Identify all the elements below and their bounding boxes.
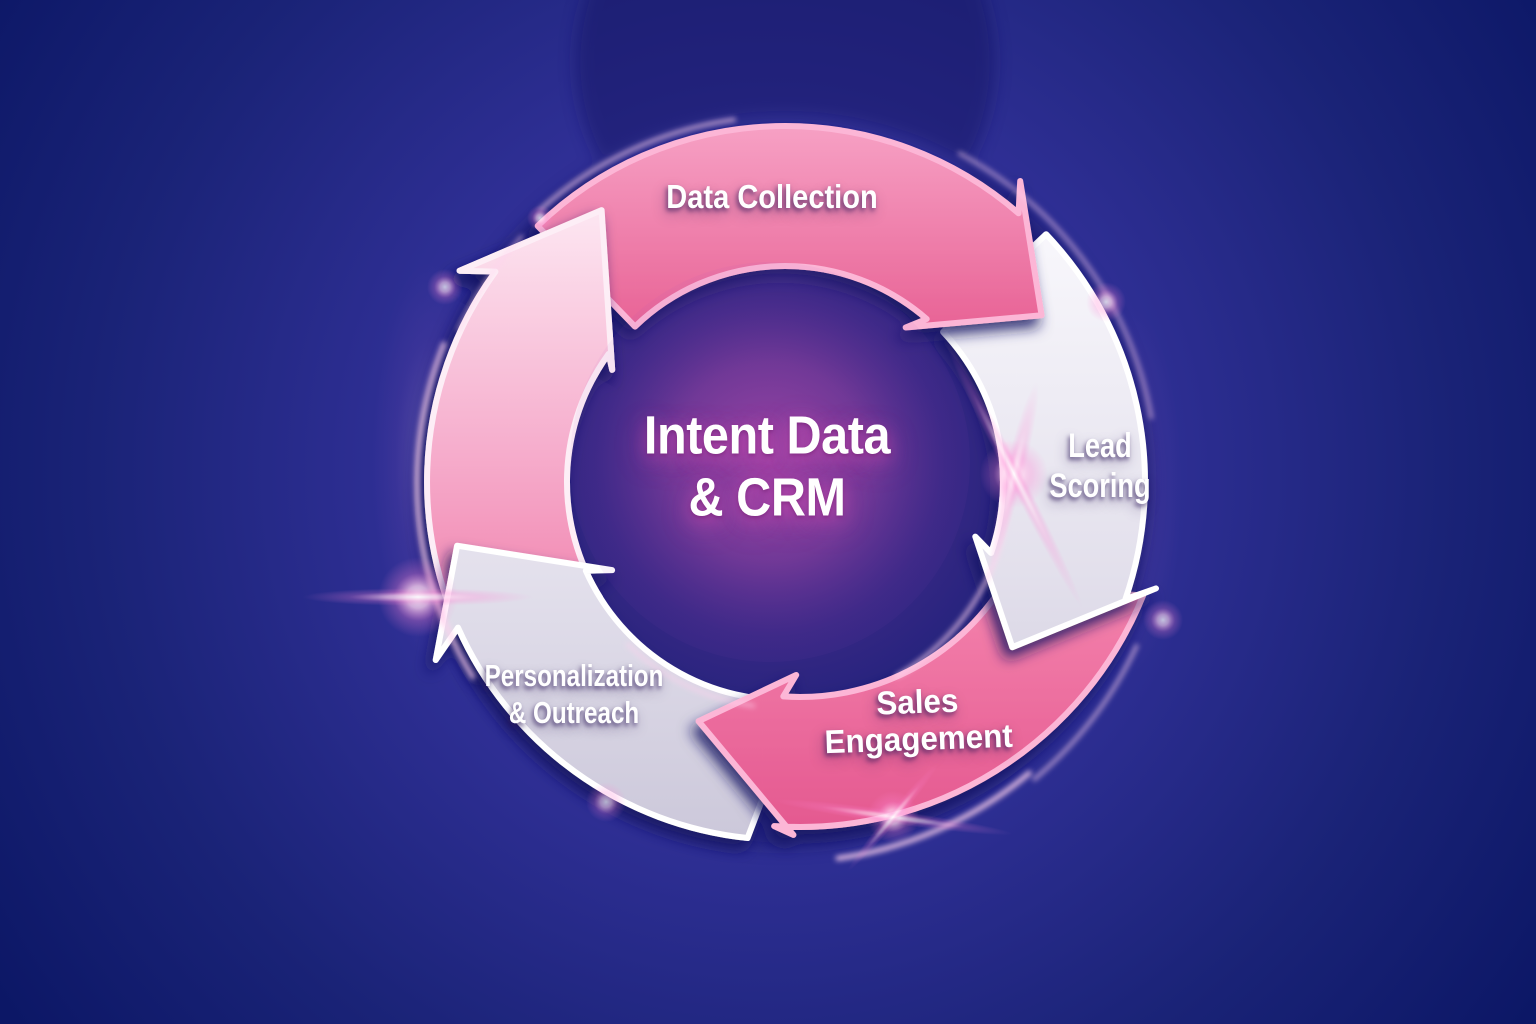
lens-flare-streak (847, 763, 939, 871)
edge-glint (414, 341, 476, 680)
lens-flare (427, 269, 463, 305)
edge-glint (957, 151, 1154, 420)
edge-glint (538, 117, 737, 212)
lens-flare-streak (945, 340, 1083, 608)
lens-flare (527, 205, 553, 231)
edge-glint (457, 235, 524, 332)
edge-glint (626, 642, 756, 708)
edge-glint (1032, 644, 1139, 782)
lens-flare (586, 782, 626, 822)
lens-flare (1086, 282, 1126, 322)
arrow-sales-engagement (695, 581, 1147, 838)
lens-glint-layer (414, 117, 1154, 861)
center-glow-overlay (570, 262, 970, 662)
lens-flare (1143, 600, 1183, 640)
lens-flare-streak (303, 588, 533, 606)
lens-flare-layer (303, 205, 1183, 871)
